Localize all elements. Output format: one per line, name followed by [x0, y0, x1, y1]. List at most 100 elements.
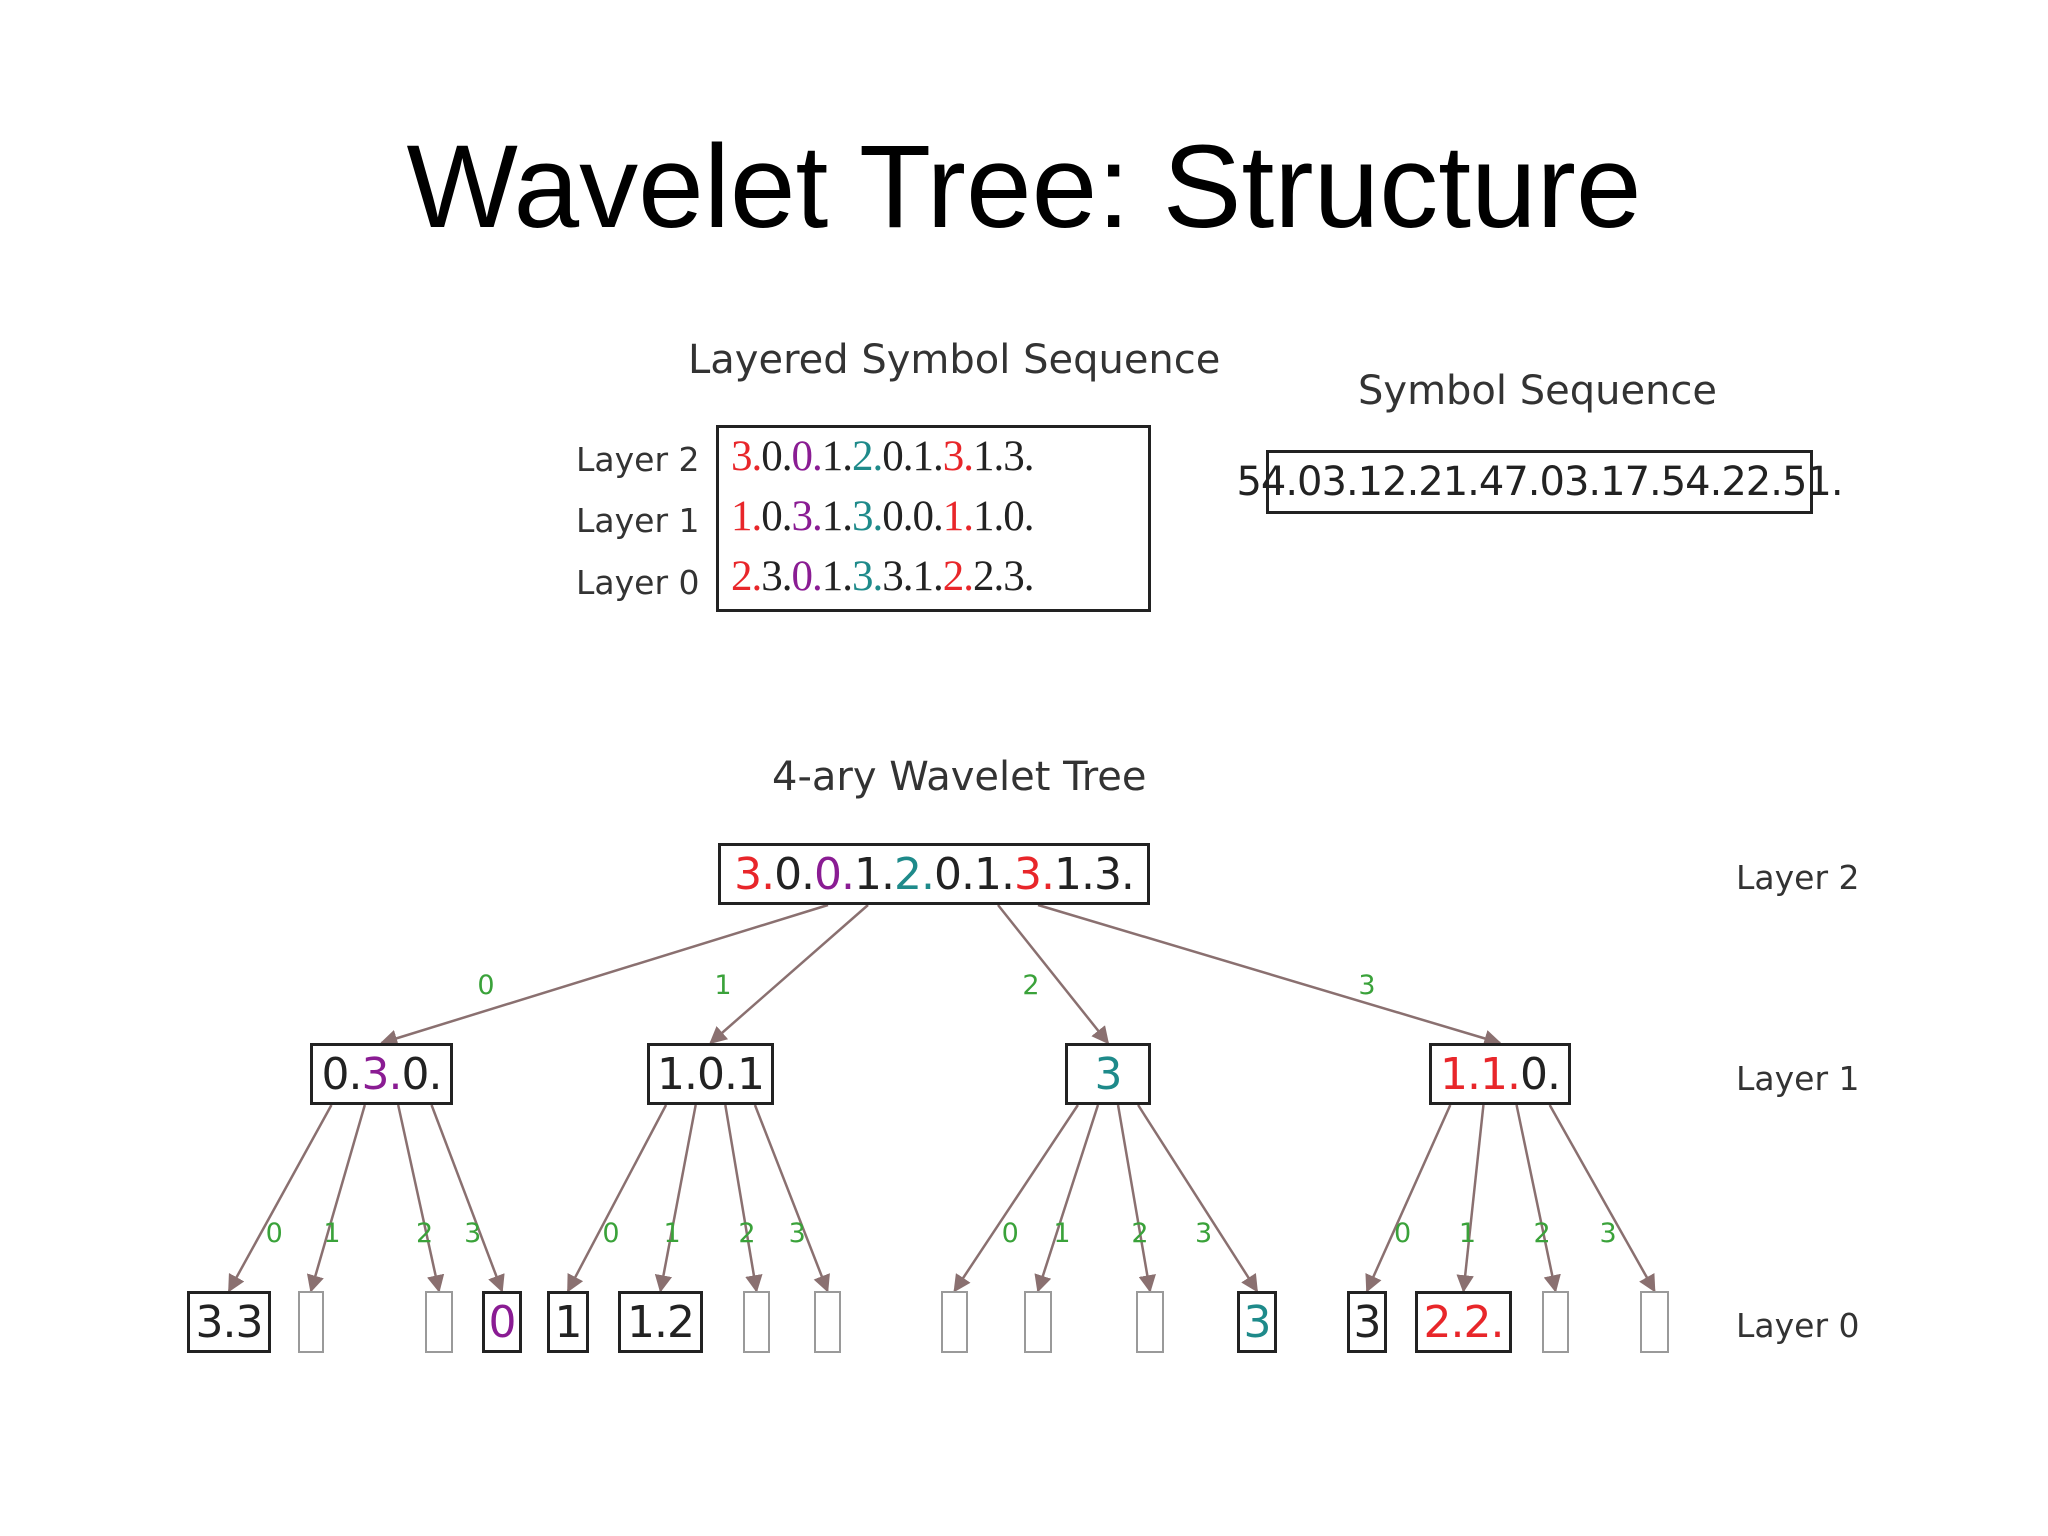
tree-leaf-0-0: 3.3	[187, 1291, 271, 1353]
tree-leaf-0-2	[425, 1291, 453, 1353]
tree-leaf-3-0: 3	[1347, 1291, 1387, 1353]
edge-layer1-3-to-leaf-2	[1515, 1104, 1561, 1293]
edge-layer1-2-to-leaf-3	[1137, 1104, 1259, 1293]
symbol: 1.	[1480, 1048, 1521, 1100]
symbol: 0.	[814, 848, 855, 900]
symbol: 1.	[912, 433, 944, 480]
symbol: 2.	[1463, 1296, 1505, 1348]
symbol: 1.	[973, 493, 1004, 540]
symbol: 3.	[1013, 848, 1055, 900]
layered-row-0: 2.3.0.1.3.3.1.2.2.3.	[731, 552, 1035, 601]
branch-label-root-2: 2	[1022, 970, 1040, 1001]
symbol: 0.	[791, 433, 823, 480]
symbol: 1.	[1053, 848, 1095, 900]
branch-label-root-0: 0	[477, 970, 495, 1001]
edge-root-to-layer1-1	[709, 904, 869, 1045]
symbol: 0.	[761, 433, 792, 480]
symbol: 0.	[401, 1048, 442, 1100]
layered-row-2: 3.0.0.1.2.0.1.3.1.3.	[731, 432, 1035, 481]
symbol: 3.	[882, 553, 913, 600]
symbol: 1.	[1440, 1048, 1481, 1100]
edge-layer1-0-to-leaf-2	[396, 1104, 445, 1293]
symbol: 3.	[734, 848, 775, 900]
symbol: 1.	[942, 493, 974, 540]
branch-label-layer1-1-3: 3	[788, 1218, 806, 1249]
branch-label-layer1-2-1: 1	[1053, 1218, 1071, 1249]
symbol: 3.	[361, 1048, 403, 1100]
edge-layer1-2-to-leaf-2	[1116, 1104, 1156, 1293]
symbol: 0.	[774, 848, 815, 900]
branch-label-layer1-1-2: 2	[738, 1218, 756, 1249]
branch-label-layer1-3-3: 3	[1599, 1218, 1617, 1249]
tree-leaf-3-2	[1542, 1291, 1569, 1353]
edge-root-to-layer1-3	[1037, 903, 1502, 1047]
symbol: 0.	[1003, 493, 1034, 540]
symbol: 2.	[1423, 1296, 1465, 1348]
tree-leaf-1-3	[814, 1291, 841, 1353]
symbol: 2.	[731, 553, 762, 600]
symbol: 3.	[1003, 433, 1034, 480]
symbol: 2.	[942, 553, 974, 600]
symbol: 3	[1094, 1048, 1123, 1100]
tree-layer1-node-3: 1.1.0.	[1429, 1043, 1571, 1105]
branch-label-root-1: 1	[714, 970, 732, 1001]
layered-row-1: 1.0.3.1.3.0.0.1.1.0.	[731, 492, 1035, 541]
symbol: 3.	[942, 433, 974, 480]
tree-layer-label-1: Layer 1	[1736, 1059, 1860, 1098]
symbol: 3	[1243, 1296, 1272, 1348]
edge-root-to-layer1-2	[997, 904, 1110, 1045]
symbol: 3.	[731, 433, 762, 480]
symbol-sequence-heading: Symbol Sequence	[1358, 368, 1718, 414]
edge-layer1-1-to-leaf-2	[724, 1104, 763, 1293]
symbol: 3	[1353, 1296, 1382, 1348]
tree-leaf-2-1	[1024, 1291, 1052, 1353]
tree-leaf-1-0: 1	[547, 1291, 589, 1353]
branch-label-layer1-3-0: 0	[1394, 1218, 1412, 1249]
symbol: 0.	[882, 493, 913, 540]
symbol-sequence-box: 54.03.12.21.47.03.17.54.22.51.	[1236, 450, 1844, 514]
tree-layer1-node-1: 1.0.1	[647, 1043, 774, 1105]
layered-sequence-heading: Layered Symbol Sequence	[688, 337, 1221, 383]
branch-label-layer1-3-2: 2	[1533, 1218, 1551, 1249]
tree-leaf-2-2	[1136, 1291, 1164, 1353]
symbol: 1.	[973, 848, 1015, 900]
edge-layer1-0-to-leaf-3	[430, 1104, 505, 1293]
symbol: 3.	[1003, 553, 1034, 600]
branch-label-layer1-2-2: 2	[1131, 1218, 1149, 1249]
layered-row-label-2: Layer 2	[576, 440, 700, 479]
edge-layer1-3-to-leaf-0	[1365, 1104, 1452, 1293]
symbol: 1.	[821, 553, 853, 600]
symbol: 3.	[791, 493, 823, 540]
symbol: 3.3	[195, 1296, 264, 1348]
symbol: 1.	[731, 493, 762, 540]
edge-layer1-3-to-leaf-3	[1548, 1104, 1656, 1293]
edge-layer1-2-to-leaf-1	[1034, 1104, 1100, 1293]
symbol: 1.2	[627, 1296, 695, 1348]
tree-leaf-3-3	[1640, 1291, 1669, 1353]
symbol: 3.	[761, 553, 792, 600]
symbol: 2.	[894, 848, 935, 900]
symbol: 0.	[761, 493, 792, 540]
tree-leaf-0-1	[298, 1291, 324, 1353]
symbol: 0.	[1519, 1048, 1561, 1100]
branch-label-layer1-0-0: 0	[265, 1218, 283, 1249]
symbol: 1.	[821, 433, 853, 480]
edge-layer1-2-to-leaf-0	[953, 1104, 1079, 1293]
tree-heading: 4-ary Wavelet Tree	[772, 754, 1147, 800]
symbol: 0.	[912, 493, 944, 540]
tree-layer1-node-2: 3	[1065, 1043, 1151, 1105]
tree-leaf-2-3: 3	[1237, 1291, 1277, 1353]
edge-layer1-3-to-leaf-1	[1456, 1104, 1485, 1293]
symbol: 1.0.1	[657, 1048, 765, 1100]
branch-label-layer1-0-2: 2	[415, 1218, 434, 1249]
edge-layer1-0-to-leaf-1	[306, 1104, 367, 1293]
symbol: 1.	[973, 433, 1004, 480]
tree-leaf-1-1: 1.2	[618, 1291, 703, 1353]
layered-row-label-1: Layer 1	[576, 501, 700, 540]
edge-layer1-0-to-leaf-0	[227, 1104, 333, 1293]
layered-sequence-box: 3.0.0.1.2.0.1.3.1.3. 1.0.3.1.3.0.0.1.1.0…	[716, 425, 1151, 612]
tree-layer-label-2: Layer 2	[1736, 858, 1860, 897]
tree-leaf-3-1: 2.2.	[1415, 1291, 1512, 1353]
tree-layer1-node-0: 0.3.0.	[310, 1043, 453, 1105]
branch-label-layer1-2-3: 3	[1194, 1218, 1213, 1249]
